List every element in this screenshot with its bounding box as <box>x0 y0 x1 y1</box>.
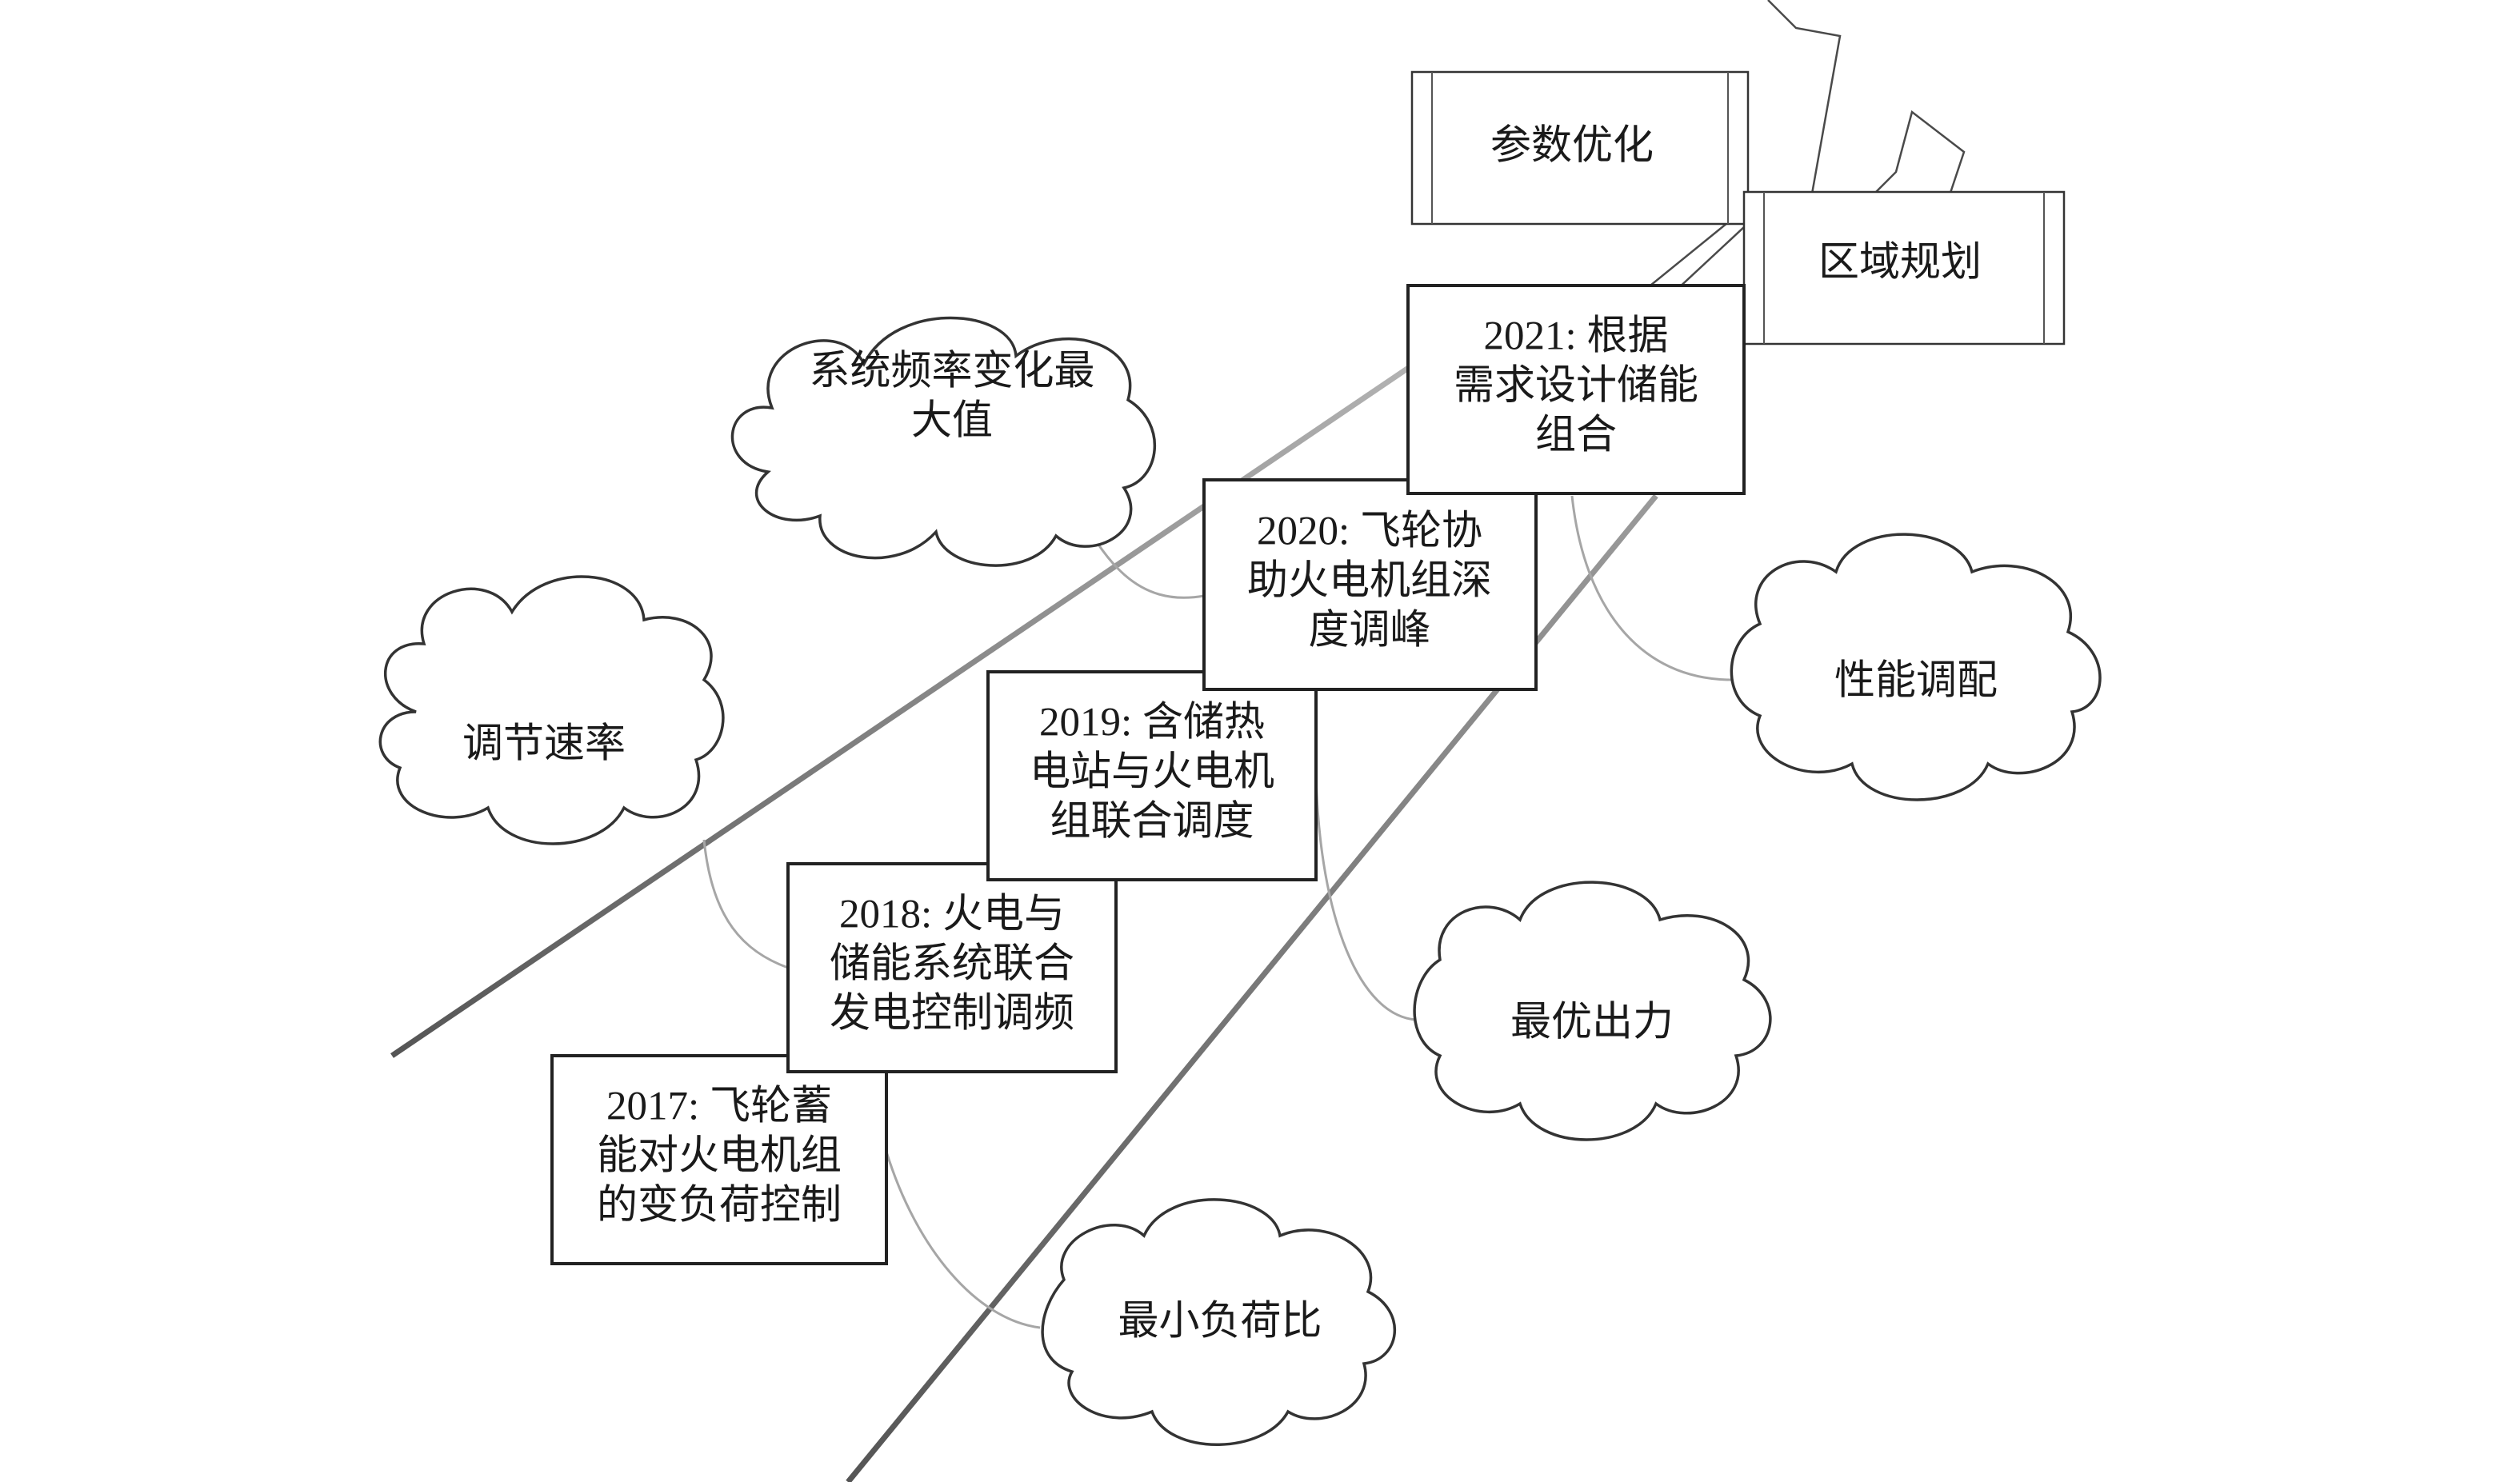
milestone-2017-box <box>550 1054 888 1265</box>
milestone-m2021-line-3: 组合 <box>1535 413 1617 458</box>
milestone-m2019-line-3: 组联合调度 <box>1050 800 1254 845</box>
milestone-m2021-line-2: 需求设计储能 <box>1454 364 1698 409</box>
cloud-minload-line-1: 最小负荷比 <box>1118 1300 1322 1344</box>
milestone-2019-box <box>986 670 1318 881</box>
milestone-m2020-line-3: 度调峰 <box>1308 609 1430 653</box>
milestone-m2020-line-2: 助火电机组深 <box>1247 559 1492 604</box>
tag-param <box>1410 70 1750 226</box>
cloud-perf-line-1: 性能调配 <box>1834 659 1998 704</box>
cloud-optout-label: 最优出力 <box>1510 1001 1674 1045</box>
cloud-optout-line-1: 最优出力 <box>1510 1001 1674 1045</box>
cloud-perf-label: 性能调配 <box>1834 659 1998 704</box>
cloud-freq <box>730 316 1156 567</box>
tag-region <box>1742 190 2066 346</box>
connector-2018-rate <box>702 839 789 969</box>
cloud-minload-label: 最小负荷比 <box>1118 1300 1322 1344</box>
milestone-2018-box <box>786 862 1118 1073</box>
cloud-rate <box>378 575 725 845</box>
milestone-m2017-line-1: 2017: 飞轮蓄 <box>606 1085 832 1129</box>
cloud-freq-line-2: 大值 <box>911 399 993 444</box>
cloud-perf <box>1730 533 2102 801</box>
cloud-rate-line-1: 调节速率 <box>462 722 626 767</box>
cloud-freq-line-1: 系统频率变化最 <box>809 350 1094 394</box>
upper-trend-line <box>390 350 1434 1058</box>
connector-2021-perf <box>1570 495 1733 681</box>
connector-2017-minload <box>885 1151 1041 1329</box>
milestone-m2020-line-1: 2020: 飞轮协 <box>1257 509 1482 554</box>
milestone-m2017-line-3: 的变负荷控制 <box>597 1184 842 1228</box>
tag-region-label: 区域规划 <box>1818 241 1982 286</box>
cloud-optout <box>1413 881 1772 1141</box>
milestone-m2017-line-2: 能对火电机组 <box>597 1134 842 1179</box>
milestone-m2019-line-1: 2019: 含储热 <box>1039 701 1265 745</box>
milestone-m2018-line-3: 发电控制调频 <box>830 992 1074 1037</box>
connector-2019-optout <box>1314 775 1417 1021</box>
milestone-m2019-line-2: 电站与火电机 <box>1030 750 1274 795</box>
milestone-m2021-line-1: 2021: 根据 <box>1484 314 1669 359</box>
cloud-minload <box>1041 1198 1397 1446</box>
tag-param-label: 参数优化 <box>1490 124 1654 169</box>
milestone-m2018-line-2: 储能系统联合 <box>830 942 1074 987</box>
milestone-2021-box <box>1406 284 1746 495</box>
milestone-2020-box <box>1202 478 1538 691</box>
milestone-m2018-line-1: 2018: 火电与 <box>839 893 1065 937</box>
cloud-rate-label: 调节速率 <box>462 722 626 767</box>
